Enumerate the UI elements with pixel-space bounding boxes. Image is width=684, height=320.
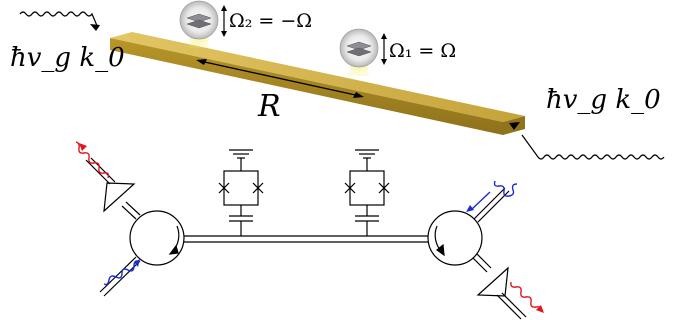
incoming-photon-right-wave [521,134,665,160]
output-photon-left [75,141,110,179]
atom-1-freq-label: Ω₁ = Ω [389,40,456,62]
atom-2-freq-arrowhead-top [221,5,227,11]
qubit-left-squid-loop [223,170,259,206]
left-input-line-a [99,256,137,293]
incoming-photon-left-arrowhead [90,24,100,31]
output-photon-left-wave [75,141,110,179]
separation-arrow [199,60,361,97]
right-lower-port-line-a [472,257,488,273]
right-circulator [427,210,483,266]
input-photon-right-label: ħv_g k_0 [546,85,661,115]
circuit-schematic [85,149,527,320]
input-photon-left-blue-arrowhead [134,259,140,267]
atom-1-freq-arrowhead-top [381,33,387,39]
left-circulator [129,210,185,266]
incoming-photon-left-wave [19,11,99,29]
input-photon-right-blue-wave [493,180,518,197]
atom-1-freq-arrowhead-bottom [381,59,387,65]
atom-2-freq-arrowhead-bottom [221,31,227,37]
output-photon-left-arrowhead [79,143,87,151]
right-input-line-b [477,190,510,223]
waveguide-3d [110,32,525,135]
input-photon-right-blue [466,180,518,212]
qubit-right-squid-loop [349,170,385,206]
output-photon-right-wave [510,281,542,312]
separation-arrowhead-right [353,92,364,98]
right-lower-amplifier [476,266,509,297]
right-circulator-direction-arrowhead [436,243,445,257]
left-output-line-a [85,159,111,185]
atom-2 [179,0,219,48]
atom-1 [339,28,379,76]
output-photon-right [510,281,544,313]
left-upper-port-line-b [125,201,141,216]
output-photon-right-arrowhead [536,305,544,313]
incoming-photon-right-arrowhead [509,122,520,130]
separation-arrowhead-left [196,59,207,65]
separation-label: R [257,89,281,124]
right-input-line-a [473,187,506,220]
input-photon-right-blue-arrowhead [466,205,474,212]
atom-2-level-upper [186,13,212,23]
qubit-left [218,149,264,236]
qubit-right-junction-b2 [378,182,390,194]
atom-2-level-lower [186,19,212,29]
left-upper-amplifier [103,182,136,213]
atom-1-level-upper [346,41,372,51]
atom-1-level-lower [346,47,372,57]
input-photon-left-label: ħv_g k_0 [10,43,125,73]
right-output-line-b [501,292,527,318]
left-upper-port-line-a [121,205,137,220]
input-photon-left-blue [103,259,140,286]
qubit-left-junction-a2 [218,182,230,194]
input-photon-right-blue-tail [471,191,491,210]
qubit-right [344,149,390,236]
input-photon-left-blue-wave [103,260,138,286]
right-lower-port-line-b [476,253,492,269]
qubit-right-junction-a2 [344,182,356,194]
left-circulator-direction-arrowhead [168,244,179,255]
atom-2-freq-label: Ω₂ = −Ω [229,10,312,32]
qubit-left-junction-b2 [252,182,264,194]
right-output-line-a [496,294,522,320]
waveguide-top-face [110,32,525,122]
left-output-line-b [90,157,116,183]
